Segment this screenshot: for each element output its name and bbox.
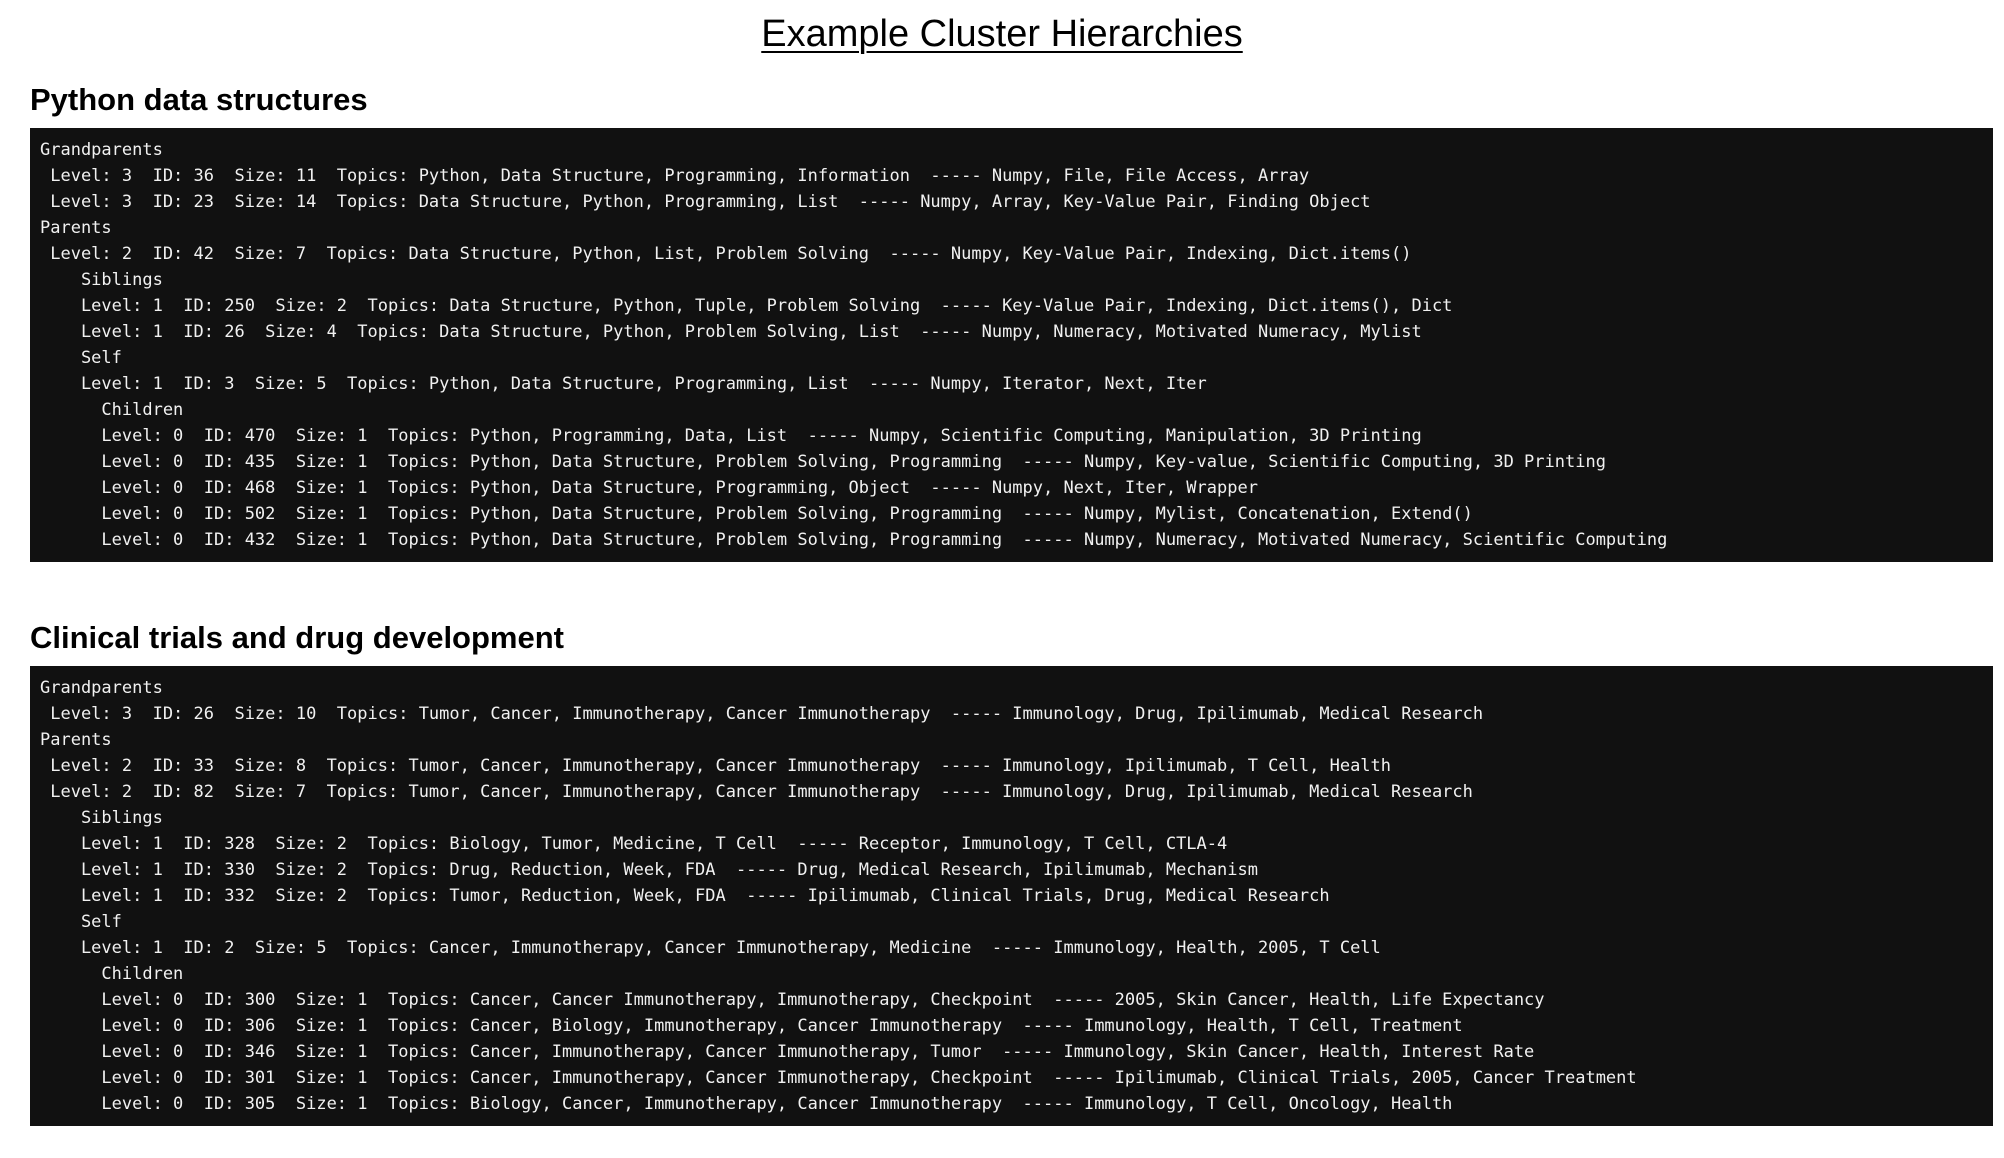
cluster-node-line: Level: 2 ID: 33 Size: 8 Topics: Tumor, C… xyxy=(40,756,1392,776)
cluster-node-line: Level: 2 ID: 82 Size: 7 Topics: Tumor, C… xyxy=(40,782,1473,802)
section-heading: Clinical trials and drug development xyxy=(30,620,564,655)
cluster-node-line: Level: 1 ID: 250 Size: 2 Topics: Data St… xyxy=(40,296,1453,316)
section-heading: Python data structures xyxy=(30,82,368,117)
cluster-node-line: Level: 1 ID: 26 Size: 4 Topics: Data Str… xyxy=(40,322,1422,342)
group-label-line: Siblings xyxy=(40,270,163,290)
cluster-node-line: Level: 1 ID: 330 Size: 2 Topics: Drug, R… xyxy=(40,860,1258,880)
cluster-node-line: Level: 0 ID: 346 Size: 1 Topics: Cancer,… xyxy=(40,1042,1535,1062)
group-label-line: Children xyxy=(40,400,184,420)
group-label-line: Children xyxy=(40,964,184,984)
section-python-data-structures: Python data structures Grandparents Leve… xyxy=(30,82,1993,562)
group-label-line: Self xyxy=(40,348,122,368)
group-label-line: Self xyxy=(40,912,122,932)
cluster-node-line: Level: 1 ID: 3 Size: 5 Topics: Python, D… xyxy=(40,374,1207,394)
cluster-node-line: Level: 1 ID: 332 Size: 2 Topics: Tumor, … xyxy=(40,886,1330,906)
group-label-line: Grandparents xyxy=(40,678,163,698)
cluster-hierarchy-output: Grandparents Level: 3 ID: 36 Size: 11 To… xyxy=(30,128,1993,562)
cluster-node-line: Level: 3 ID: 23 Size: 14 Topics: Data St… xyxy=(40,192,1371,212)
cluster-node-line: Level: 0 ID: 470 Size: 1 Topics: Python,… xyxy=(40,426,1422,446)
cluster-node-line: Level: 0 ID: 306 Size: 1 Topics: Cancer,… xyxy=(40,1016,1463,1036)
cluster-node-line: Level: 1 ID: 2 Size: 5 Topics: Cancer, I… xyxy=(40,938,1381,958)
cluster-node-line: Level: 0 ID: 432 Size: 1 Topics: Python,… xyxy=(40,530,1668,550)
cluster-node-line: Level: 0 ID: 301 Size: 1 Topics: Cancer,… xyxy=(40,1068,1637,1088)
cluster-node-line: Level: 3 ID: 26 Size: 10 Topics: Tumor, … xyxy=(40,704,1484,724)
page-title: Example Cluster Hierarchies xyxy=(761,13,1243,55)
section-clinical-trials: Clinical trials and drug development Gra… xyxy=(30,620,1993,1126)
cluster-node-line: Level: 1 ID: 328 Size: 2 Topics: Biology… xyxy=(40,834,1228,854)
cluster-node-line: Level: 0 ID: 468 Size: 1 Topics: Python,… xyxy=(40,478,1258,498)
cluster-hierarchy-output: Grandparents Level: 3 ID: 26 Size: 10 To… xyxy=(30,666,1993,1126)
cluster-node-line: Level: 0 ID: 502 Size: 1 Topics: Python,… xyxy=(40,504,1473,524)
page: Example Cluster Hierarchies Python data … xyxy=(0,10,2004,1158)
cluster-node-line: Level: 3 ID: 36 Size: 11 Topics: Python,… xyxy=(40,166,1310,186)
cluster-node-line: Level: 0 ID: 305 Size: 1 Topics: Biology… xyxy=(40,1094,1453,1114)
group-label-line: Parents xyxy=(40,730,112,750)
cluster-node-line: Level: 0 ID: 300 Size: 1 Topics: Cancer,… xyxy=(40,990,1545,1010)
cluster-node-line: Level: 2 ID: 42 Size: 7 Topics: Data Str… xyxy=(40,244,1412,264)
group-label-line: Grandparents xyxy=(40,140,163,160)
group-label-line: Siblings xyxy=(40,808,163,828)
group-label-line: Parents xyxy=(40,218,112,238)
cluster-node-line: Level: 0 ID: 435 Size: 1 Topics: Python,… xyxy=(40,452,1606,472)
